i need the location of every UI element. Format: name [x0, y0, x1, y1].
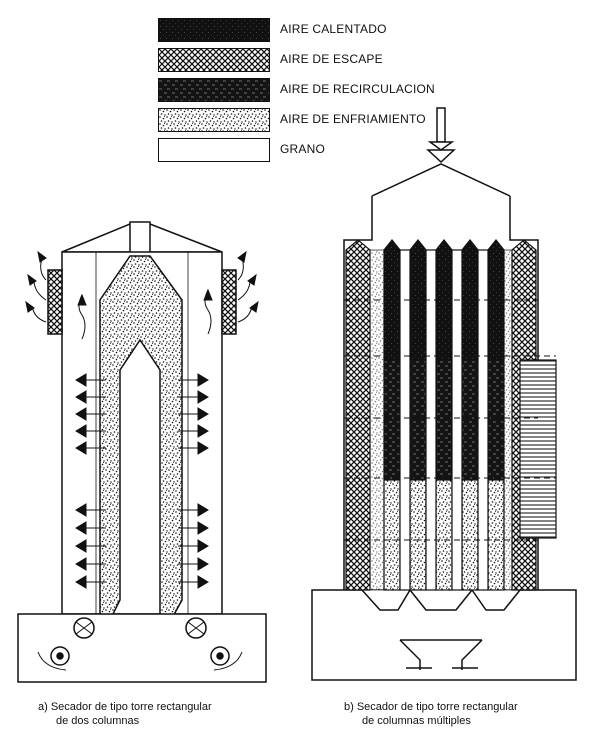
caption-a-line1: a) Secador de tipo torre rectangular [38, 701, 212, 713]
caption-b: b) Secador de tipo torre rectangular de … [344, 700, 518, 728]
swatch-heated-air [158, 18, 270, 42]
caption-b-line2: de columnas múltiples [362, 715, 471, 727]
dryer-b-columns [345, 239, 557, 591]
caption-a: a) Secador de tipo torre rectangular de … [38, 700, 212, 728]
dryer-a-airflow-arrows [25, 250, 259, 589]
legend-item-cooling-air: AIRE DE ENFRIAMIENTO [158, 108, 458, 132]
dryer-a-two-column [17, 221, 267, 683]
legend-item-heated-air: AIRE CALENTADO [158, 18, 458, 42]
dryer-b-zone-lines [344, 299, 556, 541]
caption-a-line2: de dos columnas [56, 715, 140, 727]
legend-label: AIRE DE ESCAPE [280, 52, 383, 66]
caption-b-line1: b) Secador de tipo torre rectangular [344, 701, 518, 713]
swatch-grain [158, 138, 270, 162]
legend-label: AIRE DE RECIRCULACION [280, 82, 435, 96]
legend-label: AIRE DE ENFRIAMIENTO [280, 112, 426, 126]
swatch-cooling-air [158, 108, 270, 132]
legend-item-recirculation-air: AIRE DE RECIRCULACION [158, 78, 458, 102]
legend-item-grain: GRANO [158, 138, 458, 162]
swatch-exhaust-air [158, 48, 270, 72]
legend-label: AIRE CALENTADO [280, 22, 387, 36]
legend-label: GRANO [280, 142, 326, 156]
legend-item-exhaust-air: AIRE DE ESCAPE [158, 48, 458, 72]
swatch-recirculation-air [158, 78, 270, 102]
